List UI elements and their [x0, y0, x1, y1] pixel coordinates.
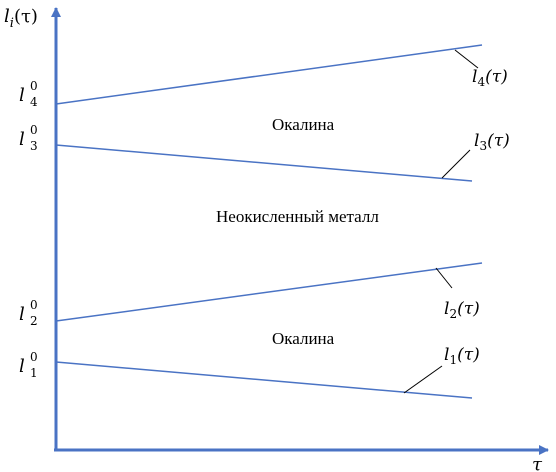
- line-label-l1: l1(τ): [444, 345, 480, 367]
- line-label-l4: l4(τ): [472, 67, 508, 89]
- line-label-l1-base: l: [444, 345, 449, 365]
- y-axis-label: li(τ): [4, 6, 38, 31]
- tick-l4-base: l: [19, 85, 25, 106]
- line-label-l1-sub: 1: [449, 353, 457, 367]
- line-label-l3: l3(τ): [474, 131, 510, 153]
- tick-l3-base: l: [19, 129, 25, 150]
- tick-l3-sub: 3: [30, 139, 38, 153]
- x-axis-label: τ: [532, 454, 543, 472]
- line-label-l2-base: l: [444, 299, 449, 319]
- tick-l3-sup: 0: [30, 123, 38, 137]
- line-label-l1-arg: (τ): [457, 345, 480, 365]
- region-label-middle: Неокисленный металл: [216, 207, 379, 226]
- boundary-line-l2: [55, 262, 483, 322]
- line-label-l2-sub: 2: [449, 307, 457, 321]
- leader-line-l1: [403, 365, 443, 394]
- line-label-l3-base: l: [474, 131, 479, 151]
- leader-line-l3: [441, 149, 471, 179]
- tick-l1-sup: 0: [30, 350, 38, 364]
- tick-label-l1: l 0 1: [19, 350, 38, 380]
- boundary-line-l1: [55, 361, 473, 399]
- line-label-l3-arg: (τ): [487, 131, 510, 151]
- tick-l1-base: l: [19, 356, 25, 377]
- tick-l1-sub: 1: [30, 366, 38, 380]
- tick-l4-sup: 0: [30, 79, 38, 93]
- line-label-l4-arg: (τ): [485, 67, 508, 87]
- boundary-line-l3: [55, 144, 473, 182]
- tick-l2-sub: 2: [30, 314, 38, 328]
- y-axis-label-arg: (τ): [14, 6, 38, 27]
- y-axis-label-sub: i: [10, 16, 14, 31]
- tick-label-l3: l 0 3: [19, 123, 38, 153]
- y-axis-label-base: l: [4, 6, 10, 27]
- tick-l4-sub: 4: [30, 95, 38, 109]
- region-label-bottom: Окалина: [272, 329, 335, 348]
- line-label-l4-sub: 4: [477, 75, 485, 89]
- tick-l2-sup: 0: [30, 298, 38, 312]
- tick-l2-base: l: [19, 304, 25, 325]
- boundary-line-l4: [55, 44, 483, 105]
- leader-line-l4: [454, 49, 479, 69]
- line-label-l4-base: l: [472, 67, 477, 87]
- region-label-top: Окалина: [272, 115, 335, 134]
- line-label-l3-sub: 3: [479, 139, 487, 153]
- leader-line-l2: [435, 267, 453, 289]
- tick-label-l2: l 0 2: [19, 298, 38, 328]
- line-label-l2: l2(τ): [444, 299, 480, 321]
- tick-label-l4: l 0 4: [19, 79, 38, 109]
- line-label-l2-arg: (τ): [457, 299, 480, 319]
